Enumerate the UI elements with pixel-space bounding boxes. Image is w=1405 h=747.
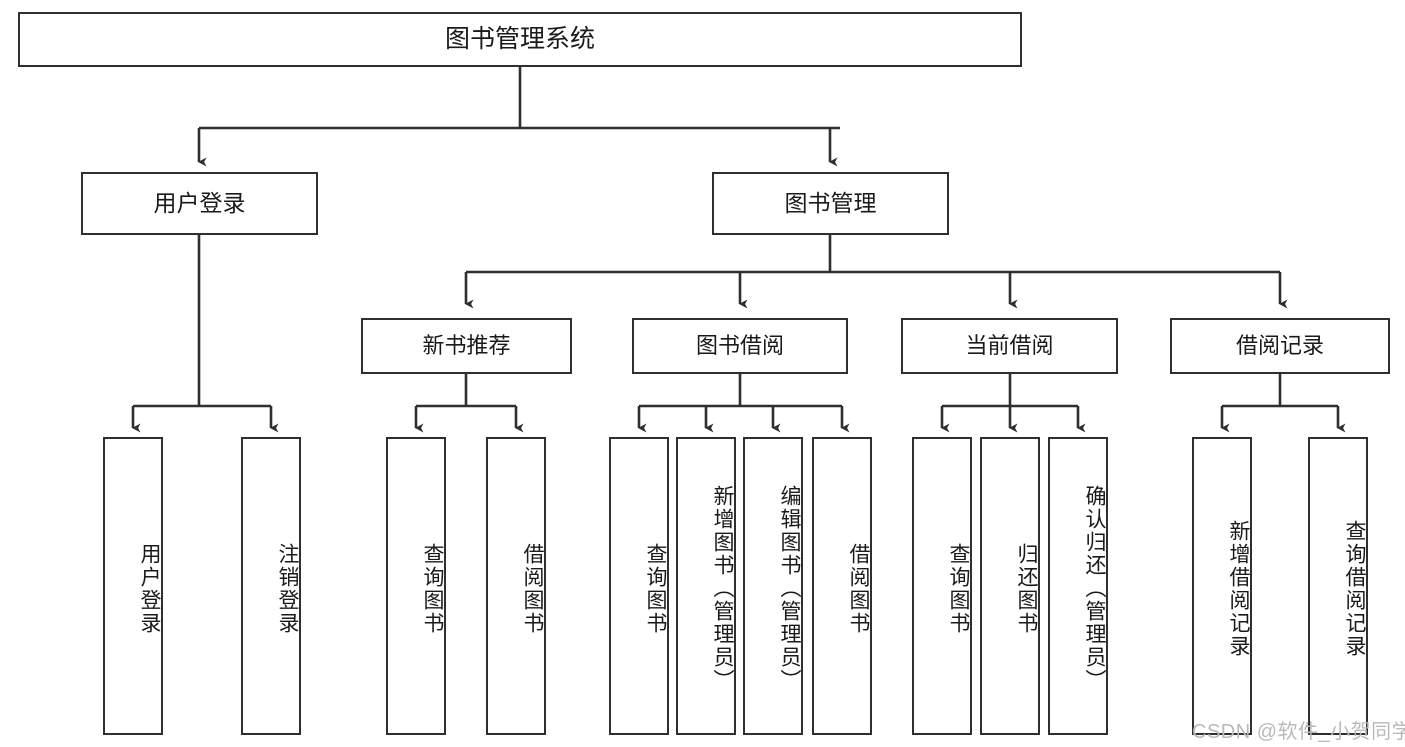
node-label: 归还图书 bbox=[1015, 543, 1038, 635]
node-label: 查询图书 bbox=[644, 543, 667, 635]
node-label: 图书借阅 bbox=[695, 333, 784, 359]
node-user-login[interactable]: 用户登录 bbox=[81, 172, 318, 235]
watermark-label: CSDN @软件_小贺同学 bbox=[1192, 715, 1405, 744]
node-label: 查询图书 bbox=[421, 543, 444, 635]
leaf-book-borrow-lend[interactable]: 借阅图书 bbox=[812, 437, 872, 735]
node-label: 新增图书（管理员） bbox=[711, 484, 734, 692]
node-label: 新增借阅记录 bbox=[1227, 520, 1250, 658]
node-book-borrow[interactable]: 图书借阅 bbox=[632, 318, 848, 374]
node-root-book-management-system[interactable]: 图书管理系统 bbox=[18, 12, 1022, 67]
node-new-book-recommend[interactable]: 新书推荐 bbox=[361, 318, 572, 374]
node-label: 用户登录 bbox=[138, 543, 161, 635]
node-borrow-record[interactable]: 借阅记录 bbox=[1170, 318, 1390, 374]
leaf-book-borrow-query[interactable]: 查询图书 bbox=[609, 437, 669, 735]
node-label: 查询借阅记录 bbox=[1343, 520, 1366, 658]
leaf-book-borrow-edit[interactable]: 编辑图书（管理员） bbox=[743, 437, 803, 735]
leaf-user-login-signin[interactable]: 用户登录 bbox=[103, 437, 163, 735]
node-label: 图书管理 bbox=[784, 189, 877, 216]
watermark-text: CSDN @软件_小贺同学 bbox=[1192, 721, 1405, 743]
node-book-management[interactable]: 图书管理 bbox=[712, 172, 949, 235]
leaf-new-book-borrow[interactable]: 借阅图书 bbox=[486, 437, 546, 735]
node-label: 借阅记录 bbox=[1235, 333, 1324, 359]
leaf-borrow-record-add[interactable]: 新增借阅记录 bbox=[1192, 437, 1252, 735]
leaf-current-borrow-return[interactable]: 归还图书 bbox=[980, 437, 1040, 735]
node-label: 图书管理系统 bbox=[444, 24, 595, 53]
leaf-current-borrow-query[interactable]: 查询图书 bbox=[912, 437, 972, 735]
node-label: 新书推荐 bbox=[422, 333, 511, 359]
leaf-current-borrow-confirm-return[interactable]: 确认归还（管理员） bbox=[1048, 437, 1108, 735]
node-label: 借阅图书 bbox=[521, 543, 544, 635]
leaf-book-borrow-add[interactable]: 新增图书（管理员） bbox=[676, 437, 736, 735]
leaf-new-book-query[interactable]: 查询图书 bbox=[386, 437, 446, 735]
node-label: 查询图书 bbox=[947, 543, 970, 635]
leaf-borrow-record-query[interactable]: 查询借阅记录 bbox=[1308, 437, 1368, 735]
node-label: 当前借阅 bbox=[965, 333, 1054, 359]
node-label: 借阅图书 bbox=[847, 543, 870, 635]
node-label: 编辑图书（管理员） bbox=[778, 484, 801, 692]
node-current-borrow[interactable]: 当前借阅 bbox=[901, 318, 1118, 374]
node-label: 用户登录 bbox=[153, 189, 246, 216]
node-label: 注销登录 bbox=[276, 543, 299, 635]
leaf-user-login-signout[interactable]: 注销登录 bbox=[241, 437, 301, 735]
node-label: 确认归还（管理员） bbox=[1083, 484, 1106, 692]
